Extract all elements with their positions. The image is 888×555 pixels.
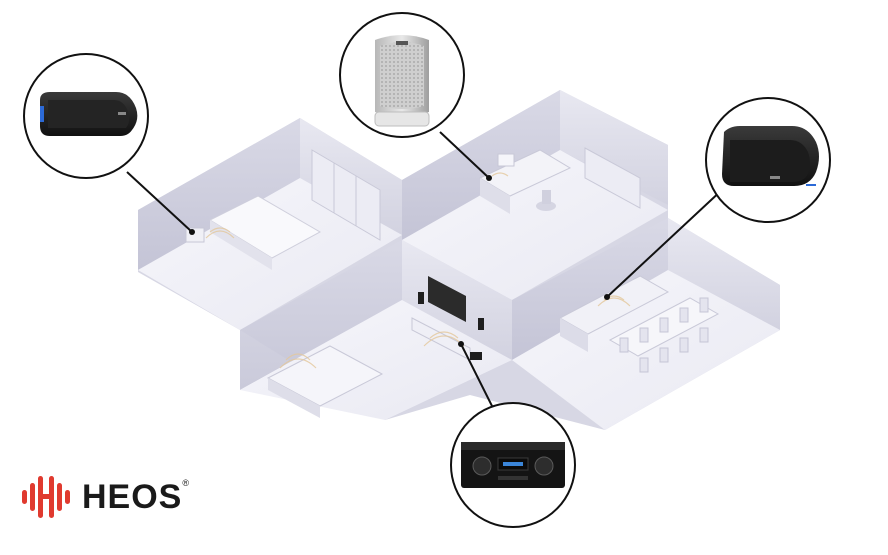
wireless-speaker-icon	[722, 126, 819, 186]
dining-speaker-callout	[705, 97, 831, 223]
av-receiver-icon	[461, 442, 565, 488]
office	[402, 90, 668, 300]
heos-logo: HEOS®	[20, 474, 190, 520]
bedroom-speaker-callout	[23, 53, 149, 179]
brand-name: HEOS®	[82, 477, 190, 516]
wireless-speaker-icon	[40, 92, 138, 136]
heos-waveform-logo-icon	[22, 476, 70, 518]
dining-room	[512, 218, 780, 430]
office-speaker-callout	[339, 12, 465, 138]
tower-speaker-icon	[374, 35, 430, 127]
living-room-receiver-callout	[450, 402, 576, 528]
sound-wave-icon	[205, 172, 631, 369]
house-floorplan	[138, 90, 780, 430]
living-room	[240, 240, 512, 420]
